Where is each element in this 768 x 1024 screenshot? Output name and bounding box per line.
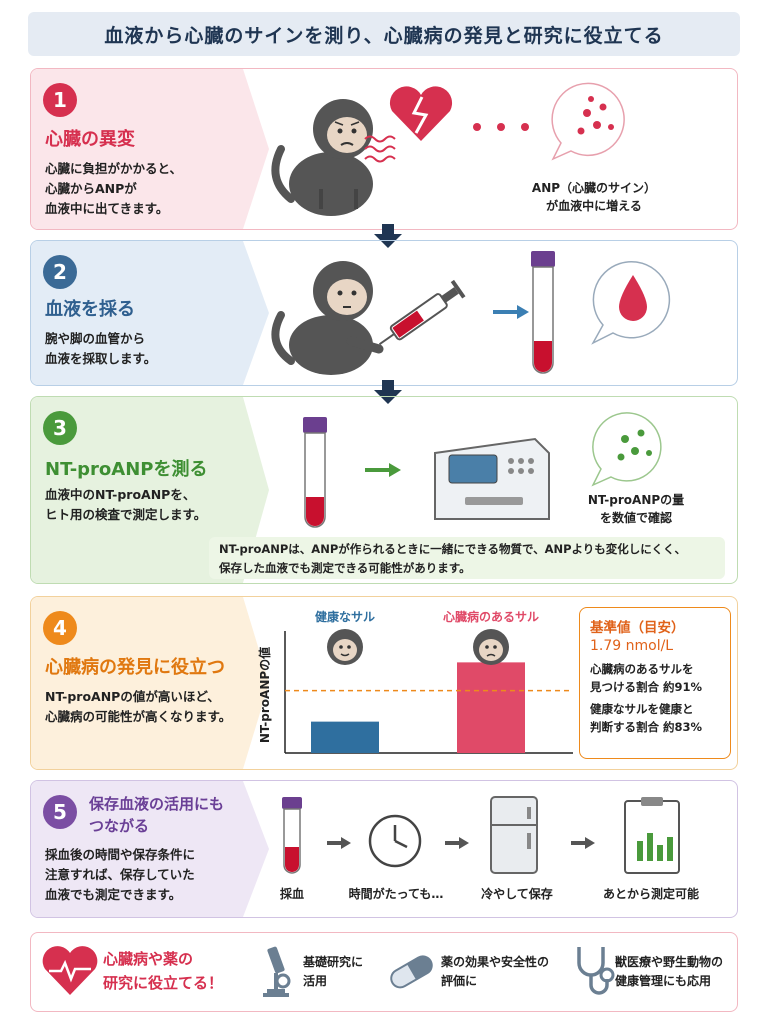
step-3-heading: NT-proANPを測る <box>45 459 208 480</box>
test-tube-icon <box>303 417 327 528</box>
test-tube-icon <box>531 251 555 374</box>
category-label: 健康なサル <box>315 609 375 624</box>
down-arrow-icon <box>374 380 402 404</box>
nt-proanp-bar-chart: NT-proANPの値 健康なサル 心臓病のあるサル <box>257 609 573 754</box>
step-1-description: 心臓に負担がかかると、心臓からANPが血液中に出てきます。 <box>45 161 183 216</box>
reference-title: 基準値（目安） <box>590 620 685 636</box>
refrigerator-icon <box>490 796 538 874</box>
sensitivity-text: 心臓病のあるサルを見つける割合 約91% <box>590 662 703 694</box>
step-1-panel: 1 心臓の異変 心臓に負担がかかると、心臓からANPが血液中に出てきます。 AN… <box>30 68 738 230</box>
step-1-number: 1 <box>43 83 77 117</box>
bar-healthy <box>311 721 379 753</box>
step-1-tab: 1 心臓の異変 心臓に負担がかかると、心臓からANPが血液中に出てきます。 <box>31 69 243 229</box>
step-1-heading: 心臓の異変 <box>45 129 135 150</box>
blood-drop-bubble-icon <box>591 261 671 345</box>
step-2-tab: 2 血液を採る 腕や脚の血管から血液を採取します。 <box>31 241 243 385</box>
right-arrow-icon <box>571 837 595 849</box>
step-4-number: 4 <box>43 611 77 645</box>
heart-pulse-icon <box>42 946 98 995</box>
flow-step-label: 採血 <box>279 887 304 901</box>
syringe-icon <box>378 279 466 346</box>
down-arrow-icon <box>374 224 402 248</box>
clock-icon <box>368 814 422 868</box>
y-axis-label: NT-proANPの値 <box>257 647 272 743</box>
step-2-description: 腕や脚の血管から血液を採取します。 <box>45 331 157 366</box>
step-5-tab: 5 保存血液の活用にもつながる 採血後の時間や保存条件に注意すれば、保存していた… <box>31 781 243 917</box>
nt-proanp-note: NT-proANPは、ANPが作られるときに一緒にできる物質で、ANPよりも変化… <box>209 537 725 579</box>
step-2-heading: 血液を採る <box>45 299 135 320</box>
step-5-heading: 保存血液の活用にもつながる <box>89 795 225 835</box>
flow-step-label: 冷やして保存 <box>481 887 553 901</box>
step-3-tab: 3 NT-proANPを測る 血液中のNT-proANPを、ヒト用の検査で測定し… <box>31 397 243 583</box>
flow-step-label: あとから測定可能 <box>602 887 699 901</box>
anp-caption: ANP（心臓のサイン）が血液中に増える <box>531 181 657 213</box>
step-4-panel: 4 心臓病の発見に役立つ NT-proANPの値が高いほど、心臓病の可能性が高く… <box>30 596 738 770</box>
monkey-icon <box>271 99 373 216</box>
capsule-icon <box>390 955 433 989</box>
step-3-number: 3 <box>43 411 77 445</box>
flow-step-label: 時間がたっても… <box>348 887 444 901</box>
bar-heart-disease <box>457 662 525 753</box>
right-arrow-icon <box>445 837 469 849</box>
step-5-number: 5 <box>43 795 77 829</box>
research-banner: 心臓病や薬の研究に役立てる！ 基礎研究に活用 薬の効果や安全性の評価に 獣医療や… <box>30 932 738 1012</box>
step-5-panel: 5 保存血液の活用にもつながる 採血後の時間や保存条件に注意すれば、保存していた… <box>30 780 738 918</box>
specificity-text: 健康なサルを健康と判断する割合 約83% <box>590 702 703 734</box>
step-5-description: 採血後の時間や保存条件に注意すれば、保存していた血液でも測定できます。 <box>45 847 196 902</box>
reference-value-box: 基準値（目安） 1.79 nmol/L 心臓病のあるサルを見つける割合 約91%… <box>579 607 731 759</box>
microscope-icon <box>263 946 291 997</box>
right-arrow-icon <box>327 837 351 849</box>
step-3-panel: 3 NT-proANPを測る 血液中のNT-proANPを、ヒト用の検査で測定し… <box>30 396 738 584</box>
step-2-panel: 2 血液を採る 腕や脚の血管から血液を採取します。 <box>30 240 738 386</box>
stethoscope-icon <box>577 947 615 995</box>
healthy-monkey-face-icon <box>327 629 363 665</box>
monkey-icon <box>271 261 384 375</box>
clipboard-chart-icon <box>624 797 680 874</box>
banner-item-veterinary: 獣医療や野生動物の健康管理にも応用 <box>615 955 724 988</box>
particles-bubble-icon <box>591 412 662 487</box>
step-4-description: NT-proANPの値が高いほど、心臓病の可能性が高くなります。 <box>45 689 232 724</box>
wavy-lines-icon <box>364 135 396 163</box>
step-4-heading: 心臓病の発見に役立つ <box>45 657 225 678</box>
nt-proanp-caption: NT-proANPの量を数値で確認 <box>587 493 685 525</box>
reference-value: 1.79 nmol/L <box>590 638 674 654</box>
banner-item-basic-research: 基礎研究に活用 <box>303 955 364 988</box>
anp-bubble-icon <box>551 82 625 161</box>
test-tube-icon <box>282 797 302 874</box>
right-arrow-icon <box>365 463 401 477</box>
page-title: 血液から心臓のサインを測り、心臓病の発見と研究に役立てる <box>28 12 740 56</box>
sick-monkey-face-icon <box>473 629 509 665</box>
broken-heart-icon <box>389 86 453 141</box>
category-label: 心臓病のあるサル <box>443 609 539 624</box>
step-4-tab: 4 心臓病の発見に役立つ NT-proANPの値が高いほど、心臓病の可能性が高く… <box>31 597 243 769</box>
step-3-description: 血液中のNT-proANPを、ヒト用の検査で測定します。 <box>45 487 207 522</box>
dots-icon <box>473 123 529 131</box>
step-2-number: 2 <box>43 255 77 289</box>
right-arrow-icon <box>493 305 529 319</box>
analyzer-machine-icon <box>434 437 550 520</box>
banner-headline: 心臓病や薬の研究に役立てる！ <box>103 950 224 992</box>
banner-item-drug-evaluation: 薬の効果や安全性の評価に <box>441 955 550 988</box>
